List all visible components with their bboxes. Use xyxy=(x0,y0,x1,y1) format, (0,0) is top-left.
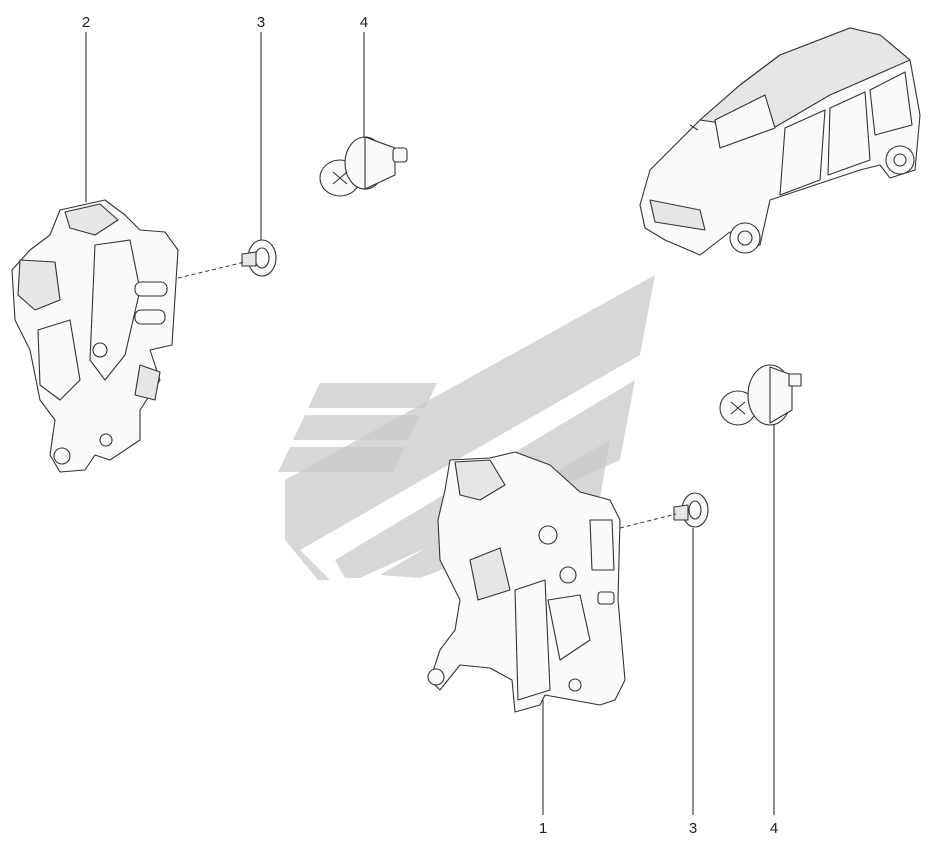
callout-4-lower: 4 xyxy=(770,820,778,837)
assembly-line-upper xyxy=(177,261,246,279)
callout-3-lower: 3 xyxy=(689,820,697,837)
door-lock-upper xyxy=(11,199,179,473)
callout-2: 2 xyxy=(82,14,90,31)
screw-upper xyxy=(319,136,408,197)
callout-1: 1 xyxy=(539,820,547,837)
assembly-line-lower xyxy=(619,513,677,529)
door-lock-lower xyxy=(427,451,626,713)
callout-3-upper: 3 xyxy=(257,14,265,31)
car-illustration xyxy=(639,27,921,256)
washer-lower xyxy=(673,492,709,528)
callout-4-upper: 4 xyxy=(360,14,368,31)
washer-upper xyxy=(241,239,277,277)
screw-lower xyxy=(719,364,802,426)
